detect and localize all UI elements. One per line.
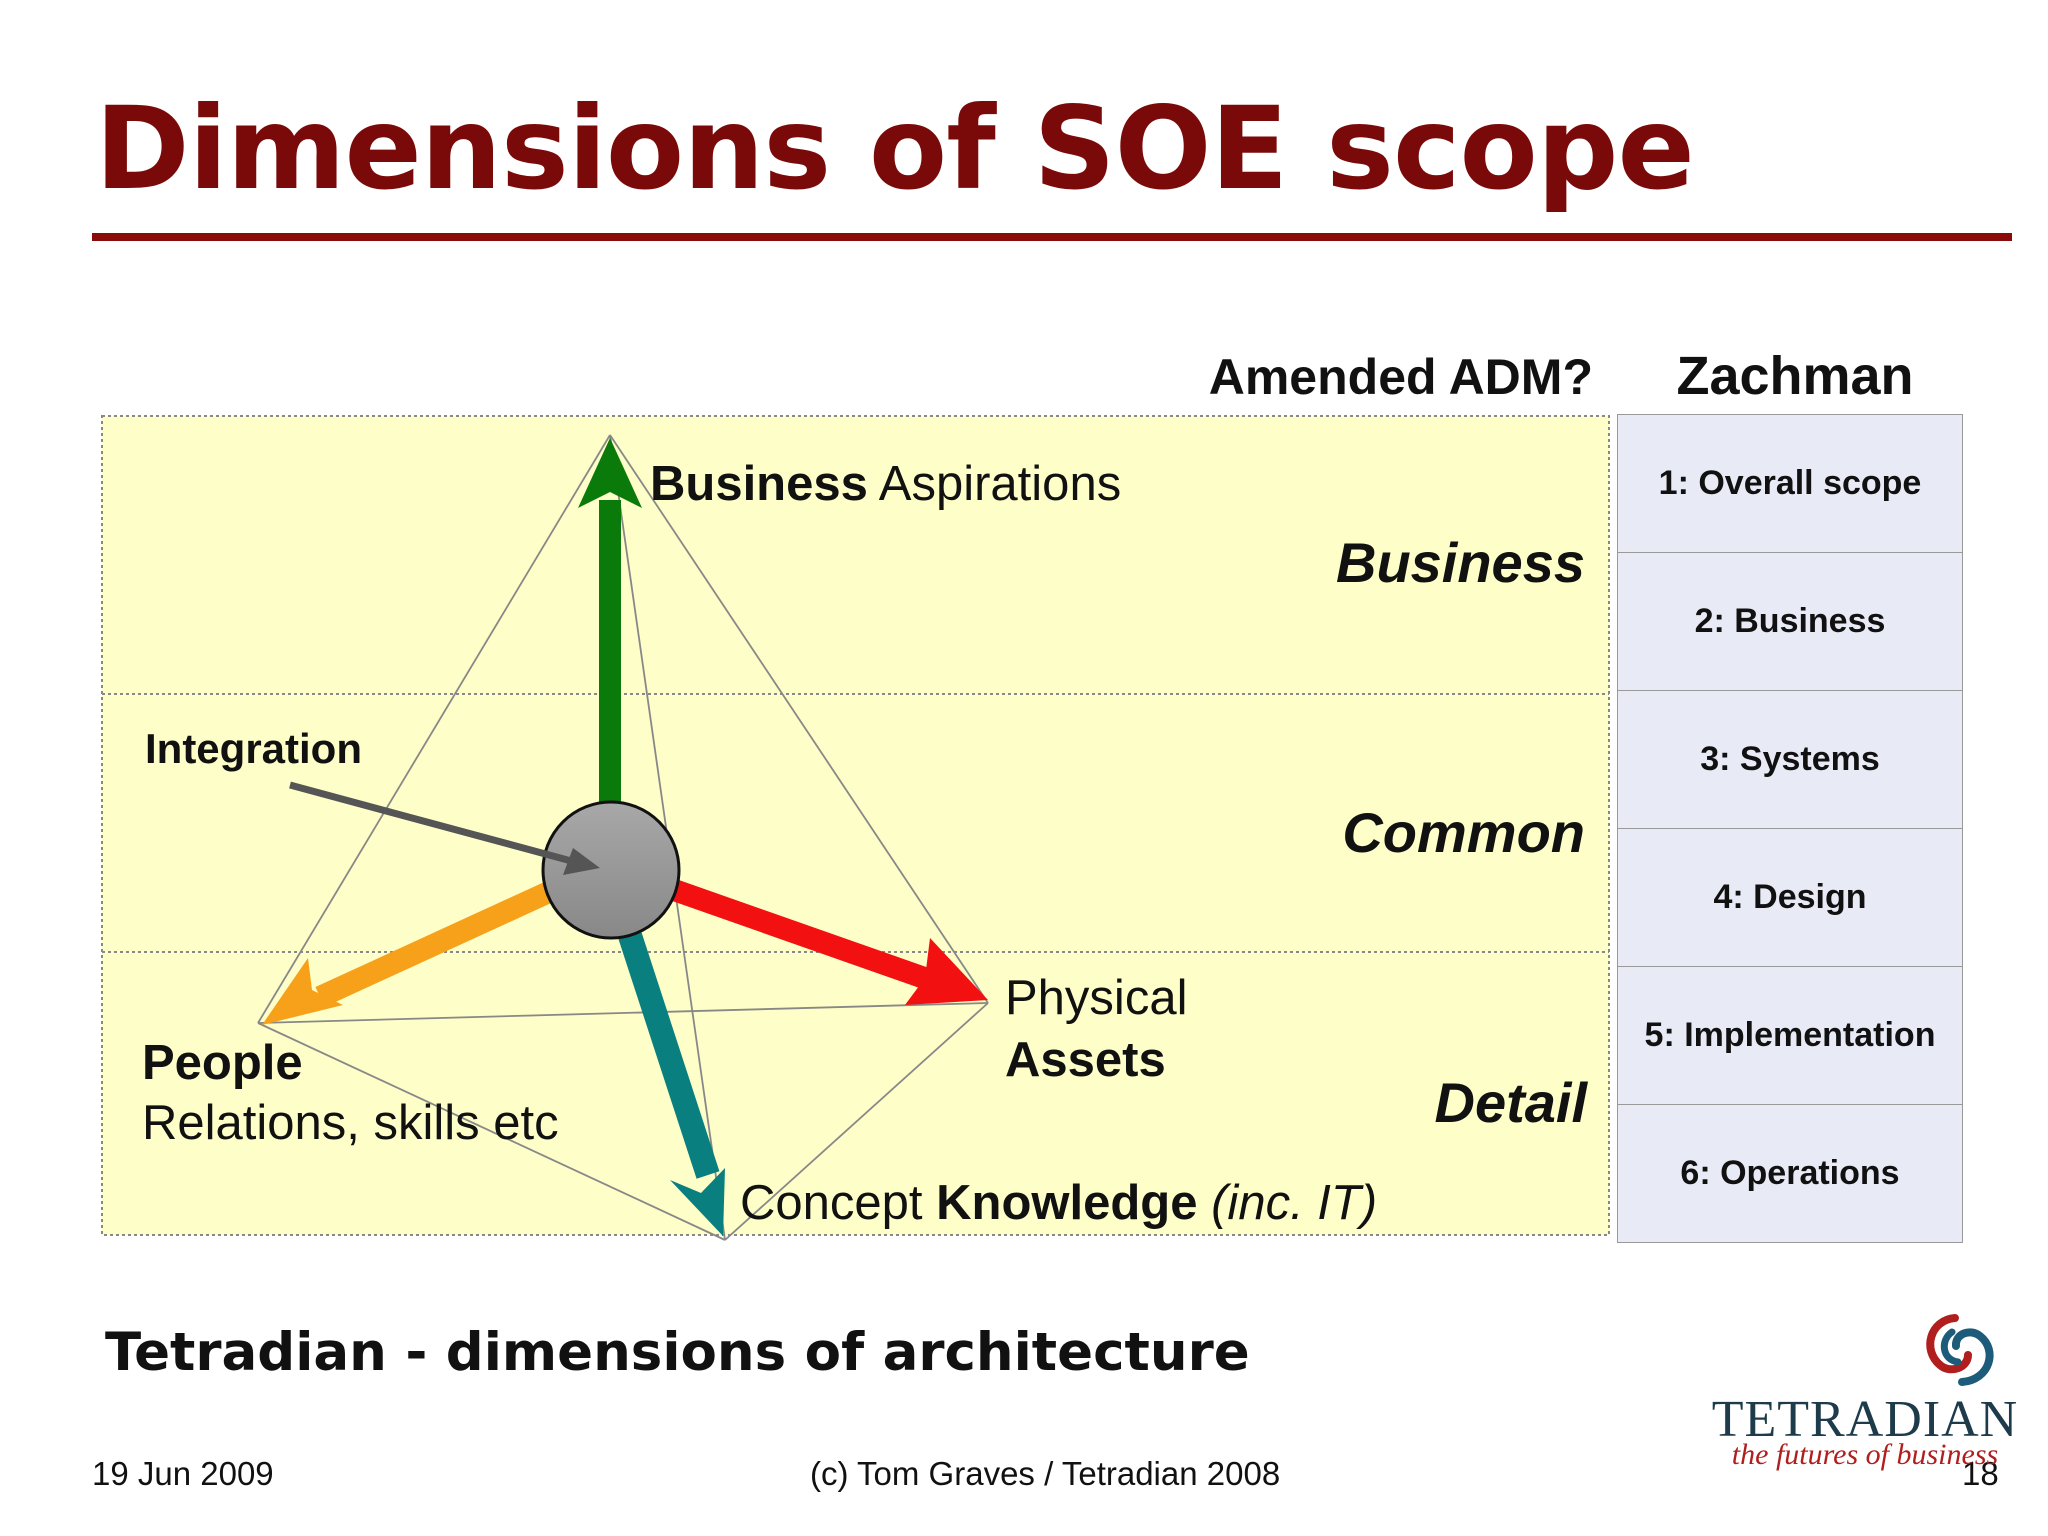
business-aspirations-label: Business Aspirations <box>650 456 1121 512</box>
knowledge-label: Concept Knowledge (inc. IT) <box>740 1175 1377 1231</box>
logo-tagline: the futures of business <box>1731 1438 1999 1471</box>
zachman-row: 6: Operations <box>1617 1104 1963 1243</box>
zachman-row: 2: Business <box>1617 552 1963 690</box>
people-arrow <box>262 870 580 1025</box>
page-title: Dimensions of SOE scope <box>95 82 1695 215</box>
people-label: People <box>142 1036 303 1090</box>
integration-hub <box>541 800 681 940</box>
logo-wordmark: TETRADIAN <box>1711 1391 2019 1448</box>
zachman-table: 1: Overall scope 2: Business 3: Systems … <box>1617 414 1963 1243</box>
band-common <box>102 694 1609 952</box>
aspirations-label: Aspirations <box>878 457 1122 511</box>
knowledge-arrow <box>608 901 725 1236</box>
band-business <box>102 416 1609 694</box>
integration-pointer <box>289 781 600 875</box>
business-label-bold: Business <box>650 457 868 511</box>
concept-label: Concept <box>740 1176 923 1230</box>
level-business: Business <box>1336 531 1585 594</box>
zachman-row: 3: Systems <box>1617 690 1963 828</box>
slide-caption: Tetradian - dimensions of architecture <box>105 1322 1250 1383</box>
level-common: Common <box>1342 801 1585 864</box>
footer-copyright: (c) Tom Graves / Tetradian 2008 <box>810 1455 1281 1492</box>
page-number: 18 <box>1962 1455 1999 1492</box>
integration-label: Integration <box>145 725 362 772</box>
level-detail: Detail <box>1434 1071 1588 1134</box>
assets-label: Assets <box>1005 1033 1166 1087</box>
tetradian-logo: TETRADIAN the futures of business <box>1700 1310 2030 1480</box>
logo-swirl-icon <box>1926 1314 1994 1386</box>
inc-it-label: (inc. IT) <box>1211 1176 1378 1230</box>
footer-date: 19 Jun 2009 <box>92 1455 274 1492</box>
physical-arrow <box>636 867 988 1005</box>
physical-label: Physical <box>1005 971 1188 1025</box>
people-sub-label: Relations, skills etc <box>142 1096 559 1150</box>
zachman-header: Zachman <box>1676 346 1914 406</box>
band-frame <box>101 415 1610 1236</box>
zachman-row: 4: Design <box>1617 828 1963 966</box>
zachman-row: 1: Overall scope <box>1617 414 1963 552</box>
tetrahedron-edges <box>257 434 989 1241</box>
zachman-row: 5: Implementation <box>1617 966 1963 1104</box>
knowledge-label-bold: Knowledge <box>936 1176 1198 1230</box>
title-underline <box>92 233 2012 241</box>
band-detail <box>102 952 1609 1235</box>
amended-adm-header: Amended ADM? <box>1208 349 1593 405</box>
